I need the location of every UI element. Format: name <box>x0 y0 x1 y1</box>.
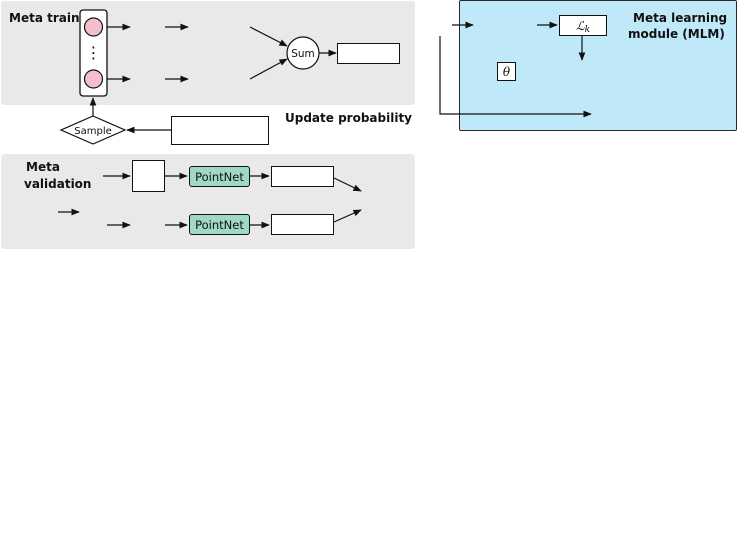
arrow-to-sum-top <box>249 26 288 47</box>
mlm-label-line1: Meta learning <box>633 11 728 25</box>
sum-output-box <box>337 43 400 64</box>
sample-diamond <box>59 115 127 145</box>
arrow-bottom-out-merge <box>333 209 362 223</box>
pointnet-bottom-output-box <box>271 214 334 235</box>
meta-validation-label-line2: validation <box>24 177 92 191</box>
node-bottom <box>83 69 104 89</box>
validation-input-box <box>132 160 165 192</box>
arrow-mlm-return <box>439 36 592 118</box>
update-probability-label: Update probability <box>285 111 413 125</box>
mlm-label-line2: module (MLM) <box>628 27 725 41</box>
theta-box: θ <box>497 62 516 81</box>
node-dots: ⋮ <box>86 43 102 62</box>
theta-symbol: θ <box>502 64 511 79</box>
arrow-to-sum-bottom <box>249 58 288 80</box>
meta-train-label: Meta train <box>9 11 80 25</box>
node-top <box>83 17 104 37</box>
sum-label: Sum <box>291 48 315 60</box>
arrow-top-out-merge <box>333 177 362 192</box>
probability-box <box>171 116 269 145</box>
sample-label: Sample <box>74 126 112 137</box>
pointnet-top: PointNet <box>189 166 250 187</box>
loss-subscript: k <box>584 24 591 35</box>
meta-validation-label-line1: Meta <box>26 160 60 174</box>
loss-symbol: ℒ <box>575 18 585 33</box>
pointnet-top-output-box <box>271 166 334 187</box>
pointnet-bottom: PointNet <box>189 214 250 235</box>
